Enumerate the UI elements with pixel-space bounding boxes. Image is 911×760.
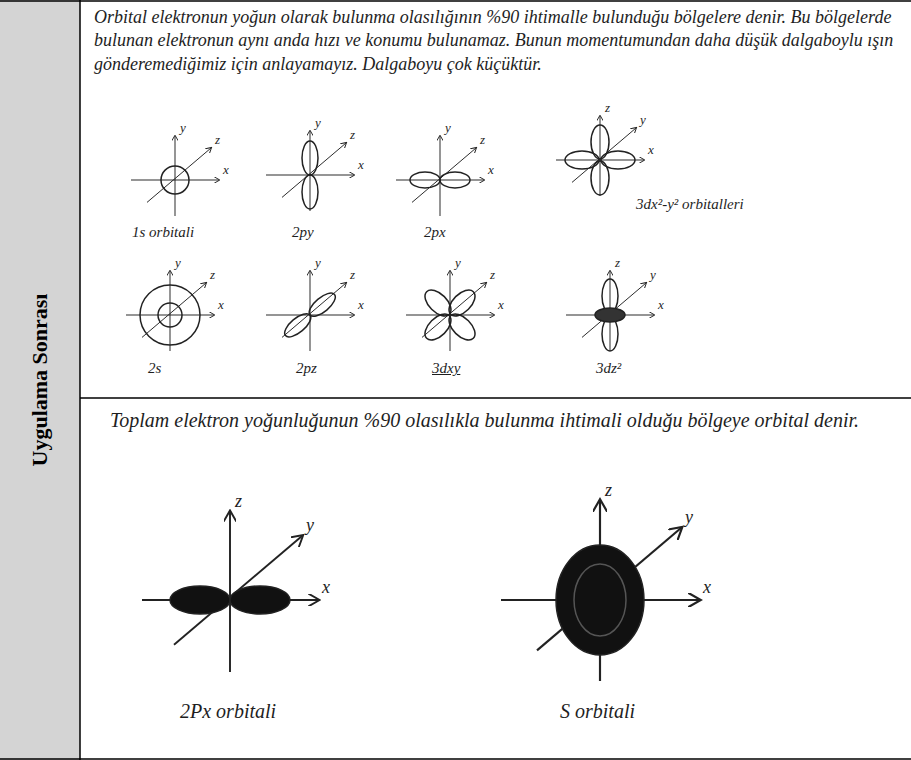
orbital-caption: 1s orbitali [132,224,194,241]
orbital-caption: 2Px orbitali [180,700,276,722]
handwritten-answer: Orbital elektronun yoğun olarak bulunma … [80,0,911,76]
axis-letter: x [322,578,330,598]
orbital-caption: 2s [148,360,161,377]
axis-letter: y [315,116,321,130]
axis-letter: z [350,128,355,142]
axis-letter: x [658,298,664,312]
axis-letter: z [490,268,495,282]
orbital-caption: 2px [424,224,446,241]
row-header: Uygulama Sonrası [27,294,53,467]
orbital-sketches [126,116,699,681]
axis-letter: y [175,256,181,270]
axis-letter: y [650,268,656,282]
axis-letter: y [685,508,693,528]
axis-letter: z [235,492,242,512]
axis-letter: y [455,256,461,270]
axis-letter: z [210,268,215,282]
handwritten-answer: Toplam elektron yoğunluğunun %90 olasılı… [80,398,911,435]
orbital-caption: 2pz [296,360,317,377]
axis-letter: y [315,256,321,270]
answer-cell: Orbital elektronun yoğun olarak bulunma … [80,0,911,398]
orbital-caption: 3dz² [596,360,621,377]
axis-letter: x [498,298,504,312]
axis-letter: y [445,121,451,135]
axis-letter: y [306,516,314,536]
axis-letter: z [215,133,220,147]
axis-letter: z [480,133,485,147]
header-cell: Uygulama Sonrası [0,0,80,760]
header-band [0,0,80,760]
axis-letter: x [223,163,229,177]
axis-letter: y [180,121,186,135]
axis-letter: y [640,113,646,127]
axis-letter: z [605,481,612,501]
axis-letter: z [605,101,610,115]
axis-letter: x [358,158,364,172]
axis-letter: z [615,256,620,270]
axis-letter: x [218,298,224,312]
axis-letter: x [488,163,494,177]
orbital-caption: S orbitali [560,700,635,722]
orbital-caption: 3dx²-y² orbitalleri [636,196,744,213]
orbital-caption: 3dxy [432,360,460,377]
axis-letter: x [358,298,364,312]
axis-letter: x [648,143,654,157]
orbital-caption: 2py [292,224,314,241]
axis-letter: x [703,578,711,598]
axis-letter: z [350,268,355,282]
